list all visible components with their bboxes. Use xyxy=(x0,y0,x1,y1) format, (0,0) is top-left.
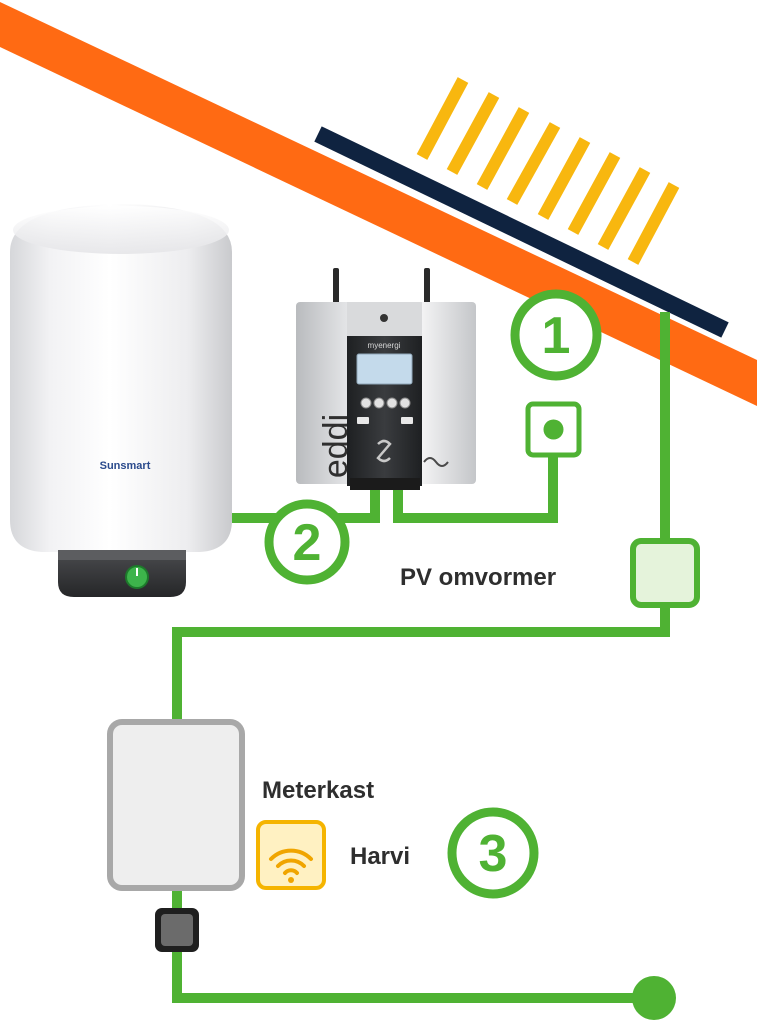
sun-ray xyxy=(567,152,621,235)
harvi-label: Harvi xyxy=(350,843,410,870)
solar-panel xyxy=(314,126,729,338)
power-socket-icon xyxy=(525,401,582,458)
step-3-badge: 3 xyxy=(447,807,539,899)
inverter-to-meter-wire xyxy=(172,604,670,724)
inverter-box-icon xyxy=(630,538,700,608)
step-1-badge: 1 xyxy=(510,289,602,381)
eddi-antenna-left xyxy=(333,268,339,304)
water-heater-cap xyxy=(13,206,229,254)
eddi-indicator xyxy=(380,314,388,322)
water-heater-brand: Sunsmart xyxy=(100,460,151,472)
step-2-number: 2 xyxy=(293,514,322,572)
pv-inverter-label: PV omvormer xyxy=(400,564,556,591)
step-3-number: 3 xyxy=(479,825,508,883)
eddi-button xyxy=(386,397,398,409)
sun-ray xyxy=(446,92,500,175)
sun-ray xyxy=(627,182,680,265)
eddi-screen xyxy=(356,353,413,385)
eddi-device: myenergi eddi xyxy=(296,268,476,490)
water-heater-body xyxy=(10,204,232,552)
eddi-antenna-right xyxy=(424,268,430,304)
eddi-bottom-strip xyxy=(350,478,420,490)
eddi-buttons xyxy=(357,397,413,424)
thermostat-knob-icon xyxy=(125,565,149,589)
eddi-button xyxy=(357,417,369,424)
sun-ray xyxy=(597,167,651,250)
wifi-icon xyxy=(256,820,326,890)
sun-ray xyxy=(416,77,469,160)
sun-ray xyxy=(537,137,591,220)
vortex-logo-icon xyxy=(423,457,449,467)
meter-to-grid-wire xyxy=(172,886,652,1003)
eddi-button xyxy=(360,397,372,409)
eddi-name: eddi xyxy=(317,414,355,478)
ct-clamp-icon xyxy=(155,908,199,952)
socket-to-eddi-wire xyxy=(393,454,558,523)
sun-ray xyxy=(506,122,561,205)
sun-rays xyxy=(416,77,680,265)
step-2-badge: 2 xyxy=(264,499,350,585)
eddi-button xyxy=(399,397,411,409)
myenergi-logo-icon xyxy=(376,439,392,463)
meter-cabinet-label: Meterkast xyxy=(262,777,374,804)
water-heater: Sunsmart xyxy=(10,204,232,597)
sun-ray xyxy=(476,107,530,190)
eddi-button xyxy=(401,417,413,424)
water-heater-base xyxy=(58,550,186,597)
meter-cabinet-icon xyxy=(107,719,245,891)
grid-connection-dot-icon xyxy=(632,976,676,1020)
eddi-button xyxy=(373,397,385,409)
water-heater-base-rim xyxy=(58,550,186,560)
eddi-brand: myenergi xyxy=(368,341,401,350)
step-1-number: 1 xyxy=(542,307,571,365)
